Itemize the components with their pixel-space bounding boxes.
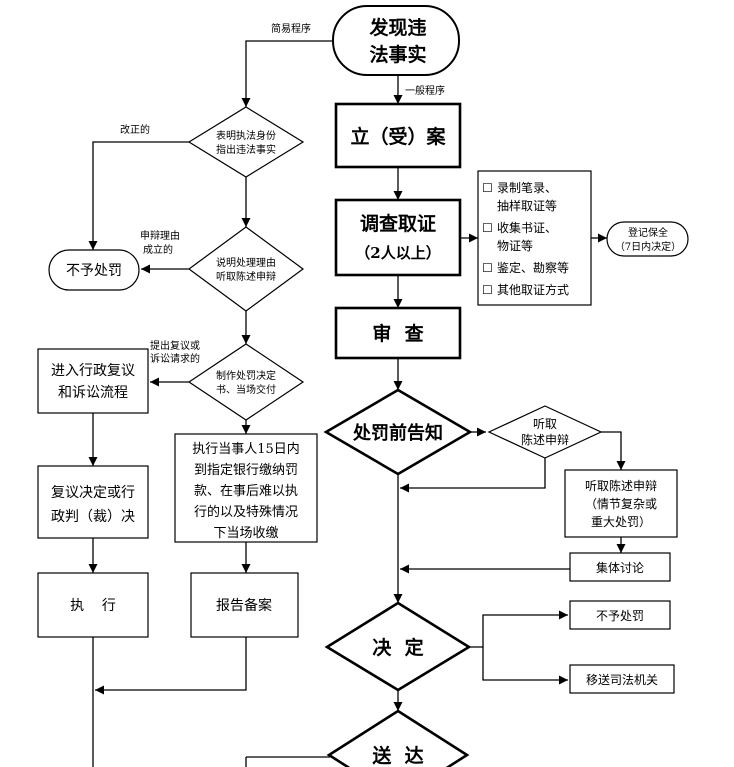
evidence-line-4: 物证等 [497, 239, 533, 253]
edge-start-simple [241, 40, 333, 107]
pay-fine-box [174, 433, 318, 543]
evidence-line-3: 收集书证、 [497, 220, 557, 235]
execute-label: 执 行 [70, 598, 116, 614]
register-preserve-node [606, 221, 689, 257]
execute-box [37, 572, 149, 638]
edge-decision-nopenalty [469, 610, 568, 648]
make-decision-line-2: 书、当场交付 [216, 383, 276, 396]
register-preserve-line-1: 登记保全 [628, 226, 668, 239]
no-penalty-right-box [569, 600, 671, 630]
evidence-check-2: ☐ [482, 221, 493, 235]
evidence-line-1: 录制笔录、 [497, 180, 557, 195]
label-defense-valid-1: 申辩理由 [140, 229, 180, 242]
notice-label: 处罚前告知 [352, 422, 443, 444]
listen-diamond [487, 405, 603, 459]
evidence-line-5: 鉴定、勘察等 [497, 260, 569, 275]
edge-report-main [95, 637, 247, 695]
listen-box-line-1: 听取陈述申辩 [585, 478, 657, 493]
collective-label: 集体讨论 [596, 560, 644, 575]
label-defense-valid-2: 成立的 [143, 243, 173, 256]
label-appeal-1: 提出复议或 [150, 339, 200, 352]
no-penalty-left-label: 不予处罚 [66, 263, 122, 279]
delivery-label: 送 达 [372, 744, 423, 767]
investigation-box [334, 198, 462, 277]
identify-line-1: 表明执法身份 [216, 129, 276, 142]
listen-box [564, 469, 678, 538]
reconsider-result-box [37, 465, 149, 539]
label-general-procedure: 一般程序 [405, 84, 445, 97]
notice-diamond [323, 388, 473, 476]
make-decision-line-1: 制作处罚决定 [216, 369, 276, 382]
report-label: 报告备案 [216, 597, 272, 614]
identify-diamond [187, 106, 305, 178]
investigation-line-2: （2人以上） [355, 244, 440, 262]
evidence-line-2: 抽样取证等 [497, 198, 557, 213]
filing-label: 立（受）案 [350, 125, 446, 148]
explain-line-2: 听取陈述申辩 [216, 270, 276, 283]
edge-listen-listenbox [601, 431, 626, 470]
reconsider-box [37, 348, 149, 414]
connectors [88, 40, 626, 767]
review-label: 审 查 [372, 322, 424, 345]
pay-fine-line-5: 下当场收缴 [213, 526, 278, 541]
decision-diamond [324, 601, 472, 692]
evidence-check-4: ☐ [482, 283, 493, 297]
transfer-judicial-box [569, 664, 675, 694]
pay-fine-line-3: 款、在事后难以执 [194, 484, 298, 499]
no-penalty-right-label: 不予处罚 [596, 609, 644, 623]
listen-box-line-3: 重大处罚） [591, 515, 651, 529]
reconsider-result-line-2: 政判（裁）决 [51, 509, 135, 525]
decision-label: 决 定 [372, 636, 423, 659]
review-box [334, 306, 462, 360]
label-corrected: 改正的 [120, 123, 150, 136]
edge-listen-back [400, 458, 546, 493]
label-simple-procedure: 简易程序 [271, 22, 311, 35]
start-node [332, 5, 460, 76]
no-penalty-left-node [48, 249, 140, 291]
register-preserve-line-2: （7日内决定） [615, 240, 681, 253]
make-decision-diamond [187, 343, 305, 421]
explain-diamond [187, 226, 305, 312]
pay-fine-line-1: 执行当事人15日内 [192, 441, 300, 457]
edge-decision-transfer [482, 647, 568, 685]
evidence-check-1: ☐ [482, 181, 493, 195]
evidence-check-3: ☐ [482, 261, 493, 275]
reconsider-result-line-1: 复议决定或行 [51, 484, 135, 501]
filing-box [334, 102, 462, 169]
listen-box-line-2: （情节复杂或 [585, 497, 657, 511]
pay-fine-line-2: 到指定银行缴纳罚 [194, 463, 298, 478]
collective-box [569, 552, 671, 582]
listen-diamond-line-2: 陈述申辩 [521, 432, 569, 447]
identify-line-2: 指出违法事实 [216, 143, 276, 156]
reconsider-line-1: 进入行政复议 [51, 362, 135, 379]
evidence-line-6: 其他取证方式 [497, 282, 569, 297]
label-appeal-2: 诉讼请求的 [150, 352, 200, 365]
start-line-2: 法事实 [369, 43, 426, 66]
evidence-methods-box [477, 170, 592, 306]
report-box [190, 572, 299, 638]
explain-line-1: 说明处理理由 [216, 256, 276, 269]
start-line-1: 发现违 [368, 16, 426, 39]
transfer-judicial-label: 移送司法机关 [586, 672, 658, 687]
listen-diamond-line-1: 听取 [533, 417, 557, 431]
investigation-line-1: 调查取证 [360, 212, 436, 235]
edge-identify-nopenalty [88, 141, 189, 250]
reconsider-line-2: 和诉讼流程 [58, 385, 128, 401]
delivery-diamond [326, 709, 470, 767]
pay-fine-line-4: 行的以及特殊情况 [194, 504, 298, 520]
